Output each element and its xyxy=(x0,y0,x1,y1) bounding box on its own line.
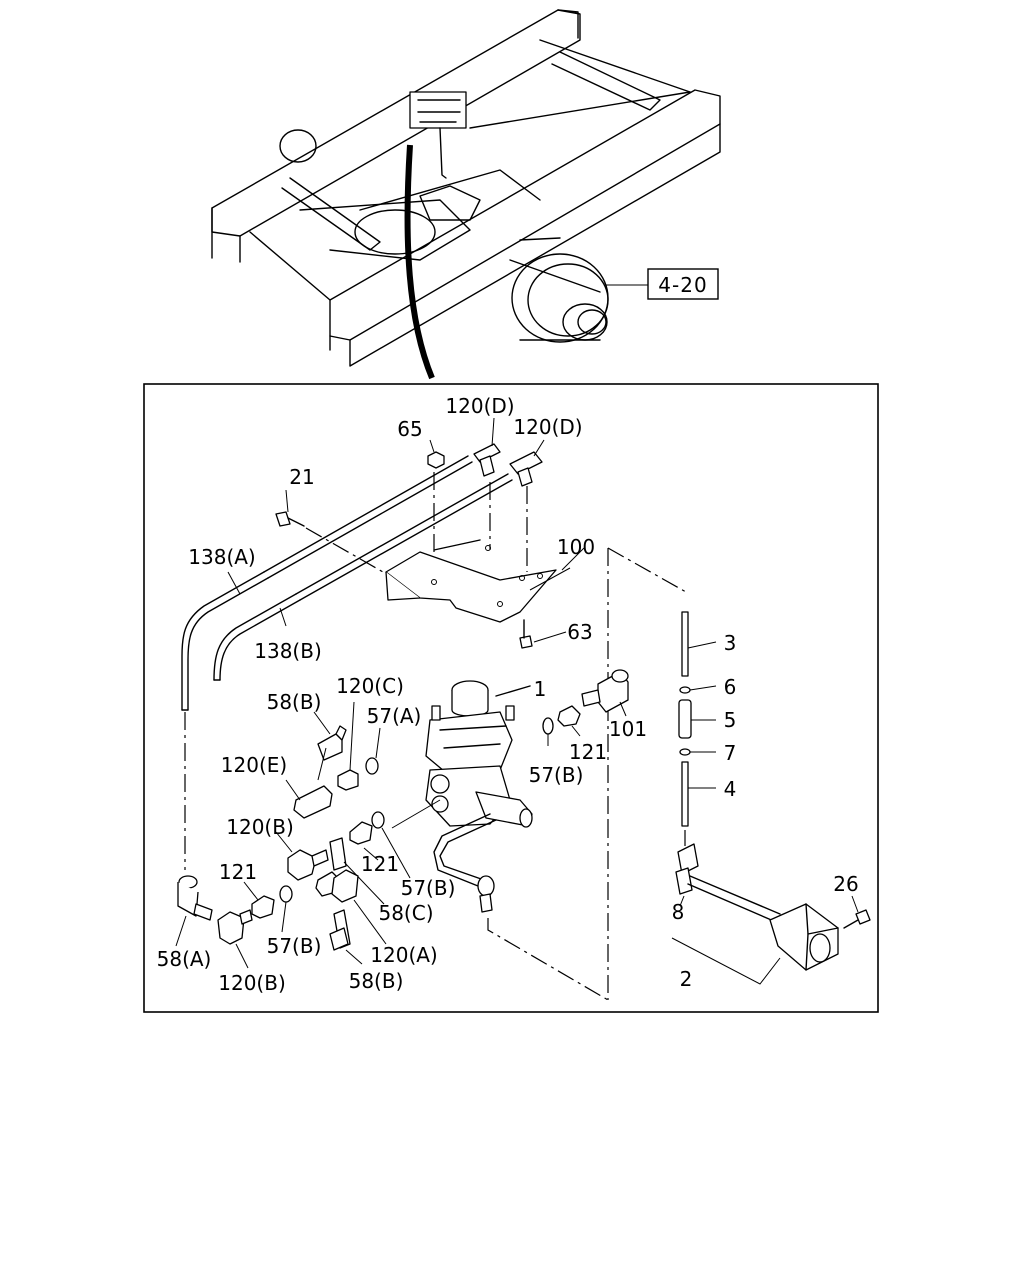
callout-120d-2: 120(D) xyxy=(513,415,582,439)
callout-57b-2: 57(B) xyxy=(401,876,456,900)
connector-58a xyxy=(175,875,213,947)
callout-57b-1: 57(B) xyxy=(529,763,584,787)
washer-57b-a xyxy=(542,717,554,735)
callout-58a: 58(A) xyxy=(157,947,212,971)
connector-58b-upper xyxy=(313,711,347,761)
callout-labels: 120(D) 120(D) 65 21 138(A) 138(B) 100 63… xyxy=(157,394,859,995)
fitting-120b-upper xyxy=(275,831,329,881)
reference-box: 4-20 xyxy=(606,268,719,300)
callout-26: 26 xyxy=(833,872,858,896)
callout-120b-1: 120(B) xyxy=(226,815,294,839)
connector-58b-lower xyxy=(329,909,363,965)
callout-5: 5 xyxy=(724,708,737,732)
linkage-rod-4 xyxy=(681,761,716,827)
callout-120e: 120(E) xyxy=(221,753,287,777)
fitting-120a xyxy=(315,869,387,945)
callout-21: 21 xyxy=(289,465,314,489)
linkage-rod-3 xyxy=(681,611,717,677)
plug-121-a xyxy=(557,705,581,737)
bolt-26 xyxy=(843,895,871,929)
air-pipes xyxy=(181,455,513,870)
chassis-frame xyxy=(211,9,721,380)
sleeve-5 xyxy=(678,699,716,739)
fitting-101 xyxy=(581,669,629,717)
fitting-120c xyxy=(337,701,359,791)
callout-58b-2: 58(B) xyxy=(349,969,404,993)
washer-57a xyxy=(365,757,379,775)
callout-2: 2 xyxy=(680,967,693,991)
callout-100: 100 xyxy=(557,535,595,559)
nut-7 xyxy=(679,748,716,756)
bracket-100 xyxy=(385,539,571,623)
callout-138b: 138(B) xyxy=(254,639,322,663)
plug-121-b xyxy=(349,821,379,861)
relay-valve-1 xyxy=(425,680,533,828)
callout-120b-2: 120(B) xyxy=(218,971,286,995)
connector-58c xyxy=(329,837,385,905)
callout-1: 1 xyxy=(534,677,547,701)
tee-fitting-120d-2 xyxy=(509,451,543,487)
callout-120c: 120(C) xyxy=(336,674,404,698)
plug-121-c xyxy=(243,881,275,919)
callout-63: 63 xyxy=(567,620,592,644)
callout-3: 3 xyxy=(724,631,737,655)
detail-frame xyxy=(143,383,879,1013)
callout-65: 65 xyxy=(397,417,422,441)
callout-8: 8 xyxy=(672,900,685,924)
fitting-120b-lower xyxy=(217,909,253,969)
callout-138a: 138(A) xyxy=(188,545,255,569)
callout-101: 101 xyxy=(609,717,647,741)
callout-57b-3: 57(B) xyxy=(267,934,322,958)
callout-121-3: 121 xyxy=(219,860,257,884)
callout-121-2: 121 xyxy=(361,852,399,876)
callout-4: 4 xyxy=(724,777,737,801)
washer-57b-b xyxy=(371,811,385,829)
washer-57b-c xyxy=(279,885,293,903)
nut-65 xyxy=(427,451,445,469)
callout-6: 6 xyxy=(724,675,737,699)
tee-fitting-120d-1 xyxy=(473,443,501,477)
bolt-63 xyxy=(519,619,567,649)
callout-7: 7 xyxy=(724,741,737,765)
height-sensor-2 xyxy=(671,903,839,985)
callout-58b-1: 58(B) xyxy=(267,690,322,714)
callout-120d-1: 120(D) xyxy=(445,394,514,418)
callout-120a: 120(A) xyxy=(370,943,437,967)
callout-57a: 57(A) xyxy=(367,704,422,728)
reference-label: 4-20 xyxy=(658,273,707,297)
callout-121-1: 121 xyxy=(569,740,607,764)
fitting-lower-elbow xyxy=(477,875,495,913)
callout-58c: 58(C) xyxy=(378,901,433,925)
fitting-120e xyxy=(285,747,333,819)
bolt-21 xyxy=(275,511,391,577)
nut-6 xyxy=(679,685,717,694)
lever-8 xyxy=(675,843,781,923)
